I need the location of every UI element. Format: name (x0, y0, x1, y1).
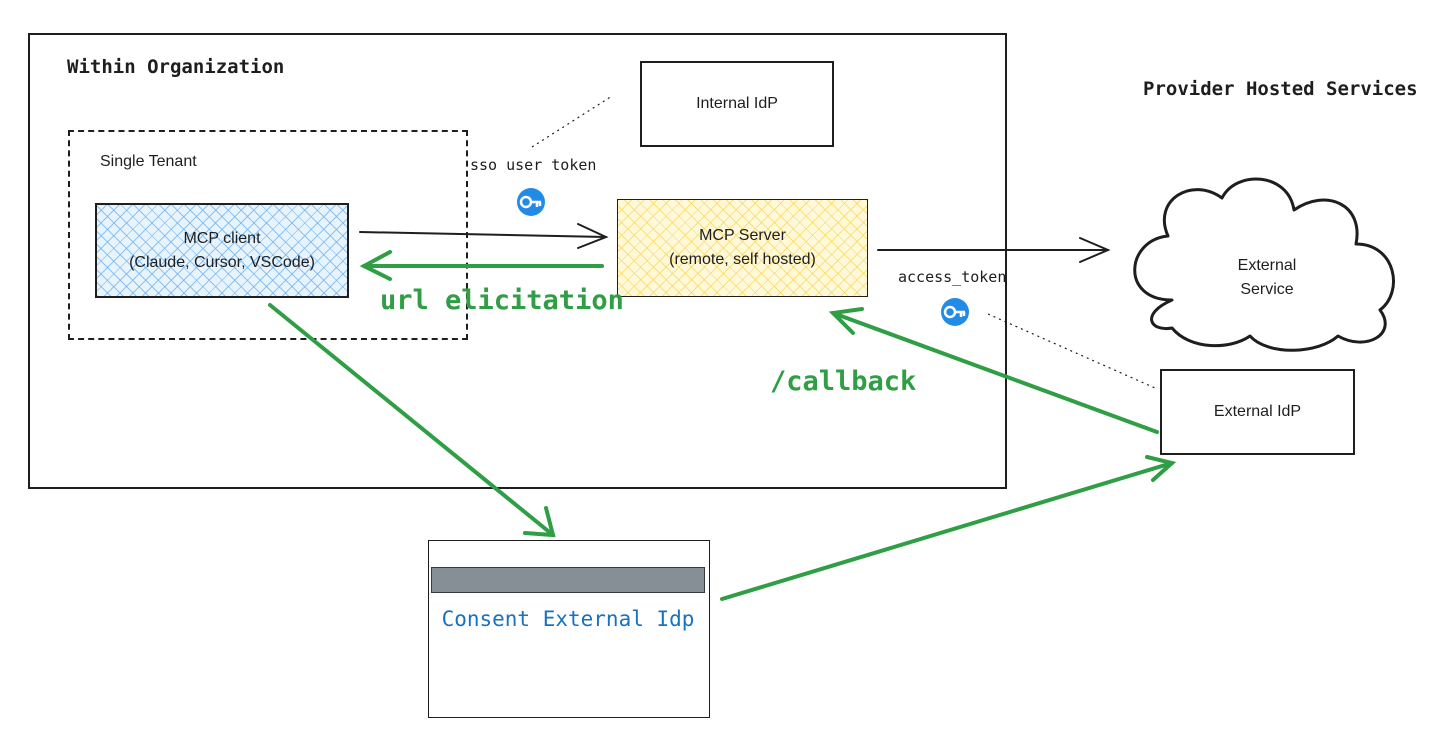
mcp-server-title: MCP Server (699, 227, 786, 244)
consent-to-external-idp-arrow (720, 455, 1177, 601)
external-idp-label: External IdP (1213, 403, 1302, 420)
server-to-service-arrow (877, 237, 1111, 263)
client-to-consent-arrow (268, 303, 556, 538)
mcp-server-subtitle: (remote, self hosted) (669, 251, 816, 268)
url-elicitation-label: url elicitation (380, 285, 624, 316)
consent-external-idp-label: Consent External Idp (441, 607, 695, 631)
sso-key-icon (516, 187, 546, 221)
access-key-icon (940, 297, 970, 331)
mcp-client-box: MCP client (Claude, Cursor, VSCode) (95, 203, 349, 298)
provider-hosted-label: Provider Hosted Services (1143, 78, 1418, 100)
external-service-cloud (1133, 177, 1395, 352)
internal-idp-label: Internal IdP (696, 95, 778, 112)
mcp-server-box: MCP Server (remote, self hosted) (617, 199, 868, 297)
external-idp-box: External IdP (1160, 369, 1355, 455)
external-idp-dotted-link (987, 313, 1156, 389)
mcp-client-subtitle: (Claude, Cursor, VSCode) (129, 253, 315, 271)
sso-user-token-label: sso user token (470, 156, 597, 174)
consent-window: Consent External Idp (428, 540, 710, 718)
callback-label: /callback (770, 366, 917, 397)
organization-frame (28, 33, 1007, 489)
url-elicitation-arrow (359, 250, 604, 281)
internal-idp-box: Internal IdP (640, 61, 834, 147)
internal-idp-dotted-link (531, 95, 613, 148)
external-service-label: External Service (1212, 254, 1322, 302)
consent-window-titlebar (431, 567, 705, 593)
access-token-label: access_token (898, 268, 1007, 286)
single-tenant-label: Single Tenant (100, 153, 197, 170)
external-service-line2: Service (1240, 281, 1294, 298)
external-service-line1: External (1237, 257, 1297, 274)
callback-arrow (828, 307, 1159, 434)
client-to-server-arrow (359, 223, 609, 249)
organization-label: Within Organization (67, 56, 285, 78)
mcp-client-title: MCP client (183, 229, 261, 247)
